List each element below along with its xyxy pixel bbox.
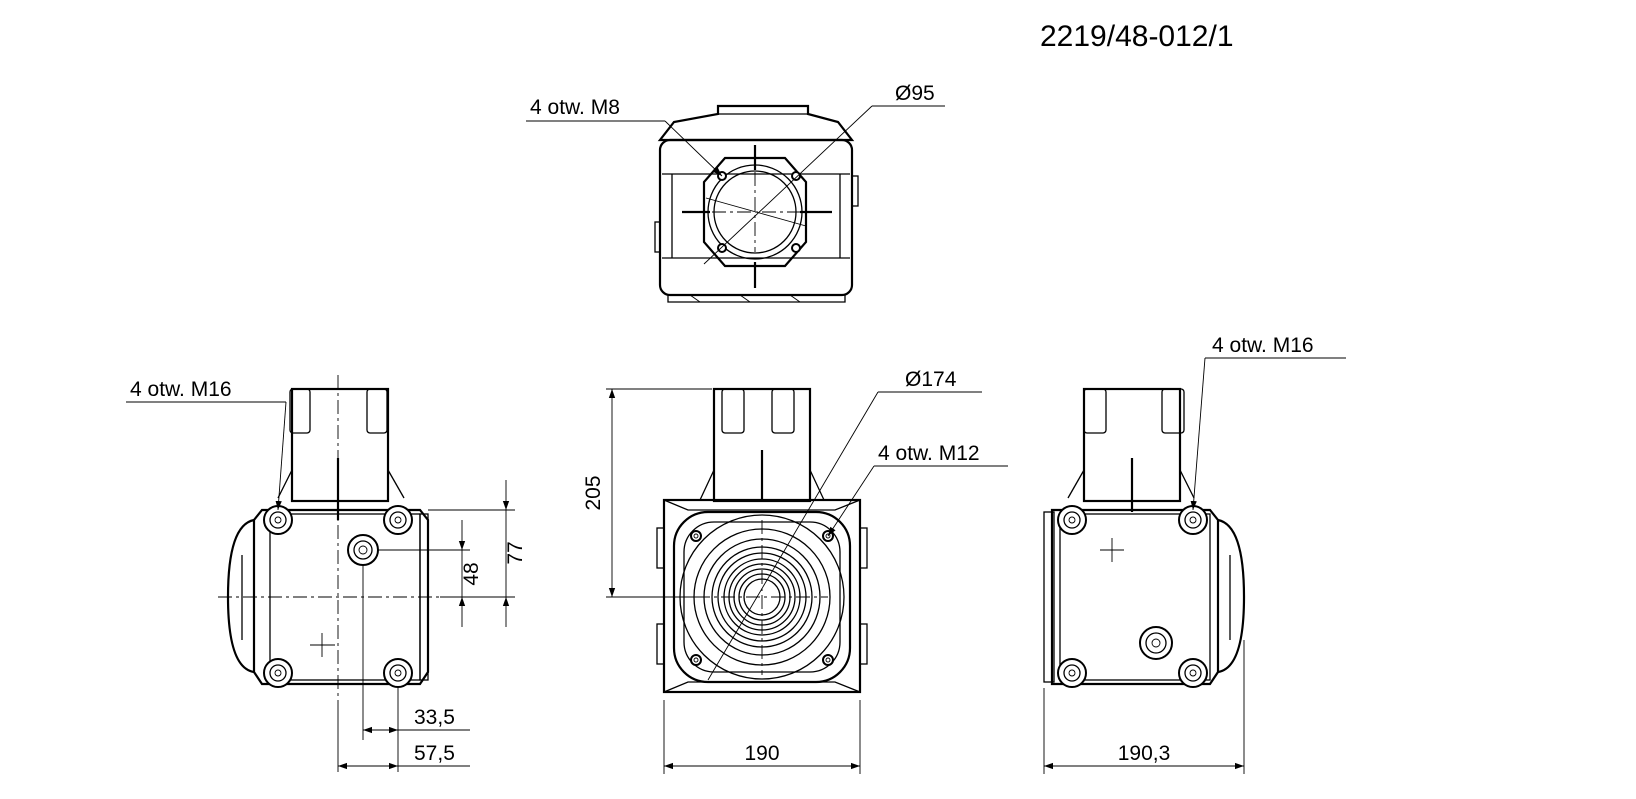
left-dim-77: 77 xyxy=(504,541,527,564)
left-holes-label: 4 otw. M16 xyxy=(130,378,232,401)
left-dim-57-5: 57,5 xyxy=(414,742,455,765)
front-diameter-label: Ø174 xyxy=(905,368,957,391)
front-holes-label: 4 otw. M12 xyxy=(878,442,980,465)
left-dim-48: 48 xyxy=(460,562,483,585)
right-view xyxy=(1043,357,1346,774)
drawing-number: 2219/48-012/1 xyxy=(1040,20,1234,53)
right-holes-label: 4 otw. M16 xyxy=(1212,334,1314,357)
left-dim-33-5: 33,5 xyxy=(414,706,455,729)
front-height-label: 205 xyxy=(582,475,605,510)
right-width-label: 190,3 xyxy=(1118,742,1171,765)
top-view xyxy=(526,104,945,303)
front-view xyxy=(606,387,1008,774)
top-holes-label: 4 otw. M8 xyxy=(530,96,620,119)
left-view xyxy=(126,375,515,772)
front-width-label: 190 xyxy=(744,742,779,765)
top-diameter-label: Ø95 xyxy=(895,82,935,105)
